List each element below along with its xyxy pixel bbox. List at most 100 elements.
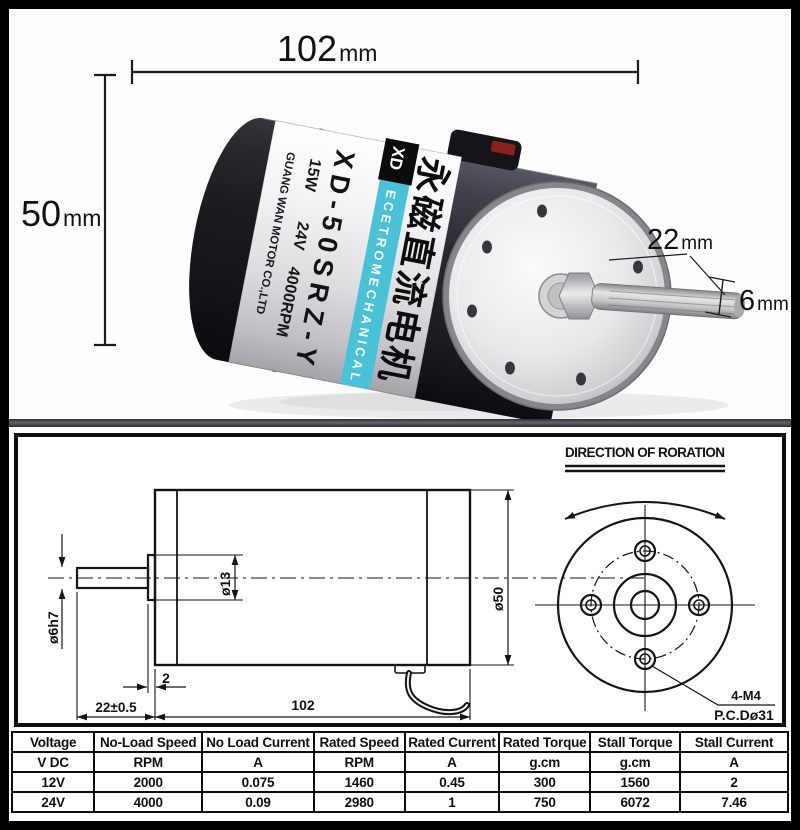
label-strip bbox=[340, 179, 410, 390]
col-header: Rated Current bbox=[403, 731, 501, 753]
dim-shaftdia-tick bbox=[704, 311, 732, 318]
dim-shaftdia-tick bbox=[708, 276, 736, 283]
dim-shaftdia-value: 6 bbox=[739, 285, 755, 317]
col-header: Rated Torque bbox=[498, 731, 592, 753]
fv-leader-line bbox=[651, 665, 775, 706]
value-cell: 0.45 bbox=[403, 771, 501, 793]
col-header: Voltage bbox=[10, 731, 96, 753]
fv-boss-circle bbox=[612, 572, 678, 638]
value-cell: 300 bbox=[498, 771, 592, 793]
screw-hole bbox=[537, 204, 547, 218]
unit-cell: g.cm bbox=[589, 751, 682, 773]
hex-collar bbox=[558, 272, 600, 320]
value-cell: 12V bbox=[10, 771, 96, 793]
label-badge bbox=[378, 138, 420, 186]
sv-label-boss-len: 2 bbox=[162, 670, 170, 686]
unit-cell: V DC bbox=[10, 751, 96, 773]
fv-mount-hole bbox=[633, 647, 657, 671]
sv-label-shaft-len: 22±0.5 bbox=[95, 700, 137, 715]
dim-length-label: 102mm bbox=[277, 28, 377, 69]
fv-mount-hole-inner bbox=[585, 599, 597, 611]
value-cell: 1 bbox=[403, 791, 501, 813]
unit-cell: A bbox=[679, 751, 789, 773]
fv-mount-hole bbox=[633, 539, 657, 563]
screw-hole bbox=[576, 372, 586, 386]
fv-mount-hole-inner bbox=[693, 599, 705, 611]
section-divider bbox=[9, 419, 791, 427]
shaft-texture bbox=[609, 290, 736, 301]
shaft-texture bbox=[608, 304, 735, 315]
dim-shaftdia-unit: mm bbox=[757, 294, 789, 315]
dim-length-unit: mm bbox=[339, 40, 377, 66]
screw-hole bbox=[467, 304, 477, 318]
unit-cell: RPM bbox=[312, 751, 406, 773]
dim-shaftlen-unit: mm bbox=[681, 233, 713, 254]
fv-mount-hole-inner bbox=[639, 653, 651, 665]
value-cell: 1460 bbox=[312, 771, 406, 793]
value-cell: 7.46 bbox=[679, 791, 789, 813]
fv-mount-hole-inner bbox=[639, 545, 651, 557]
unit-cell: RPM bbox=[93, 751, 204, 773]
value-cell: 2 bbox=[679, 771, 789, 793]
shaft-tip bbox=[734, 294, 746, 318]
col-header: Rated Speed bbox=[312, 731, 406, 753]
drawing-title: DIRECTION OF RORATION bbox=[565, 445, 725, 460]
photo-dimensions bbox=[94, 60, 736, 347]
dim-shaftlen-leader bbox=[689, 255, 726, 296]
col-header: No-Load Speed bbox=[93, 731, 204, 753]
value-cell: 0.09 bbox=[201, 791, 315, 813]
sv-label-body-len: 102 bbox=[291, 697, 315, 713]
side-view bbox=[48, 488, 648, 721]
shaft bbox=[591, 283, 746, 320]
col-header: No Load Current bbox=[201, 731, 315, 753]
table-units-row: V DC RPM A RPM A g.cm g.cm A bbox=[10, 751, 789, 773]
sv-label-shaft-dia: ø6h7 bbox=[45, 611, 61, 644]
front-view bbox=[535, 464, 775, 711]
value-cell: 0.075 bbox=[201, 771, 315, 793]
value-cell: 6072 bbox=[589, 791, 682, 813]
drawing-section: ø6h7 ø13 ø50 2 22±0.5 102 bbox=[14, 433, 786, 727]
table-row: 12V 2000 0.075 1460 0.45 300 1560 2 bbox=[10, 771, 789, 793]
label-power: 15W bbox=[300, 157, 323, 193]
brush-cap bbox=[447, 129, 522, 171]
sv-wire bbox=[404, 670, 470, 715]
table-header-row: Voltage No-Load Speed No Load Current Ra… bbox=[10, 731, 789, 753]
value-cell: 2980 bbox=[312, 791, 406, 813]
value-cell: 24V bbox=[10, 791, 96, 813]
screw-hole bbox=[482, 240, 492, 254]
fv-shaft-circle bbox=[629, 589, 661, 621]
screw-hole bbox=[505, 361, 515, 375]
fv-mount-hole bbox=[579, 593, 603, 617]
terminal-red bbox=[490, 140, 516, 156]
fv-label-mount: 4-M4 bbox=[731, 688, 761, 703]
table-row: 24V 4000 0.09 2980 1 750 6072 7.46 bbox=[10, 791, 789, 813]
value-cell: 2000 bbox=[93, 771, 204, 793]
col-header: Stall Current bbox=[679, 731, 789, 753]
label-badge-text: XD bbox=[385, 145, 408, 172]
dim-diameter-value: 50 bbox=[21, 193, 61, 234]
label-voltage: 24V bbox=[289, 220, 311, 252]
dim-length-value: 102 bbox=[277, 28, 337, 69]
motor-body-group: GUANG WAN MOTOR CO.,LTD 15W 24V 4000RPM … bbox=[189, 117, 598, 420]
rotation-arrow bbox=[564, 501, 726, 520]
dim-diameter-unit: mm bbox=[63, 205, 101, 231]
col-header: Stall Torque bbox=[589, 731, 682, 753]
fv-mount-hole bbox=[687, 593, 711, 617]
value-cell: 750 bbox=[498, 791, 592, 813]
sv-label-body-dia: ø50 bbox=[490, 587, 506, 611]
fv-label-pcd: P.C.Dø31 bbox=[714, 707, 774, 723]
spec-section: Voltage No-Load Speed No Load Current Ra… bbox=[10, 731, 789, 813]
shaft-texture bbox=[608, 297, 737, 308]
sv-wire-stripe bbox=[406, 672, 468, 713]
screw-hole bbox=[633, 260, 643, 274]
dim-shaftdia-line bbox=[718, 279, 724, 315]
front-face bbox=[442, 181, 746, 411]
dim-diameter-label: 50mm bbox=[21, 193, 101, 234]
unit-cell: A bbox=[403, 751, 501, 773]
technical-drawing: ø6h7 ø13 ø50 2 22±0.5 102 bbox=[45, 445, 775, 723]
value-cell: 1560 bbox=[589, 771, 682, 793]
dim-shaftlen-leader bbox=[608, 253, 688, 261]
value-cell: 4000 bbox=[93, 791, 204, 813]
